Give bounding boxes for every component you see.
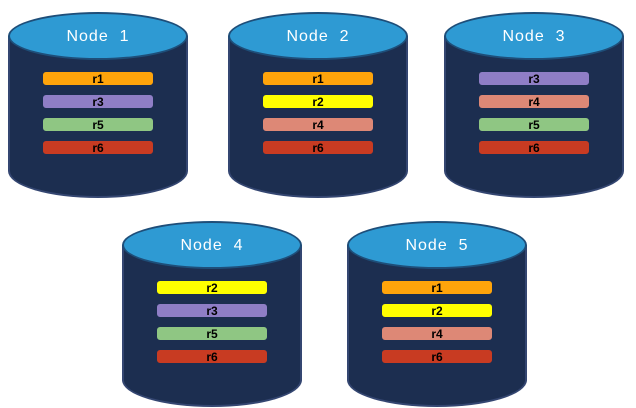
replica-bar-r3: r3 bbox=[41, 93, 155, 110]
replica-bar-r4: r4 bbox=[261, 116, 375, 133]
node-3-cylinder: Node 3 r3 r4 r5 r6 bbox=[444, 12, 624, 198]
replica-bar-r1: r1 bbox=[261, 70, 375, 87]
replica-bar-r5: r5 bbox=[41, 116, 155, 133]
node-2-cylinder: Node 2 r1 r2 r4 r6 bbox=[228, 12, 408, 198]
replica-bar-r5: r5 bbox=[477, 116, 591, 133]
replica-bar-r1: r1 bbox=[41, 70, 155, 87]
replica-bar-r6: r6 bbox=[380, 348, 494, 365]
replica-bar-r5: r5 bbox=[155, 325, 269, 342]
replica-bar-r6: r6 bbox=[155, 348, 269, 365]
replica-bar-r3: r3 bbox=[477, 70, 591, 87]
node-4-title: Node 4 bbox=[180, 237, 244, 254]
replica-bar-r3: r3 bbox=[155, 302, 269, 319]
node-1-cylinder-top: Node 1 bbox=[8, 12, 188, 60]
node-3-cylinder-top: Node 3 bbox=[444, 12, 624, 60]
replica-bar-r2: r2 bbox=[380, 302, 494, 319]
node-4-cylinder-top: Node 4 bbox=[122, 221, 302, 269]
node-1-cylinder: Node 1 r1 r3 r5 r6 bbox=[8, 12, 188, 198]
node-4-cylinder: Node 4 r2 r3 r5 r6 bbox=[122, 221, 302, 407]
replica-bar-r4: r4 bbox=[477, 93, 591, 110]
replica-bar-r4: r4 bbox=[380, 325, 494, 342]
node-4-replica-list: r2 r3 r5 r6 bbox=[122, 279, 302, 365]
node-3-title: Node 3 bbox=[502, 28, 566, 45]
node-5-cylinder-top: Node 5 bbox=[347, 221, 527, 269]
node-5-cylinder: Node 5 r1 r2 r4 r6 bbox=[347, 221, 527, 407]
node-2-title: Node 2 bbox=[286, 28, 350, 45]
node-1-title: Node 1 bbox=[66, 28, 130, 45]
node-1-replica-list: r1 r3 r5 r6 bbox=[8, 70, 188, 156]
replica-bar-r6: r6 bbox=[261, 139, 375, 156]
node-5-title: Node 5 bbox=[405, 237, 469, 254]
replica-bar-r6: r6 bbox=[477, 139, 591, 156]
replica-bar-r2: r2 bbox=[155, 279, 269, 296]
replica-bar-r6: r6 bbox=[41, 139, 155, 156]
node-2-cylinder-top: Node 2 bbox=[228, 12, 408, 60]
node-3-replica-list: r3 r4 r5 r6 bbox=[444, 70, 624, 156]
node-2-replica-list: r1 r2 r4 r6 bbox=[228, 70, 408, 156]
replica-bar-r2: r2 bbox=[261, 93, 375, 110]
node-5-replica-list: r1 r2 r4 r6 bbox=[347, 279, 527, 365]
replica-bar-r1: r1 bbox=[380, 279, 494, 296]
